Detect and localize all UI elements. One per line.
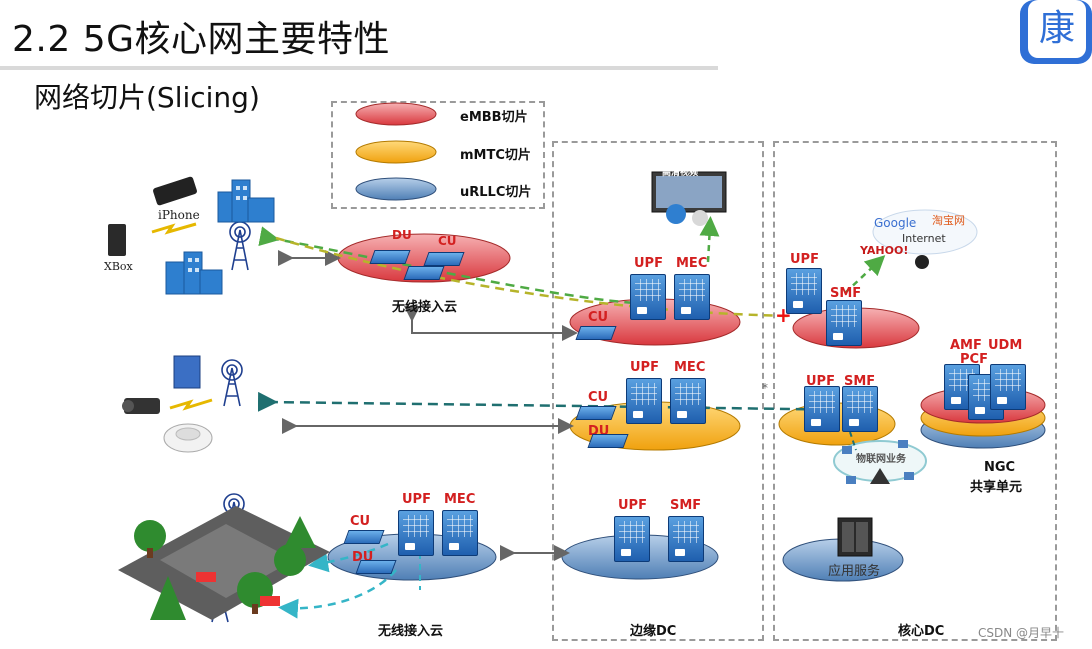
ngc-amf-label: AMF [950,338,982,353]
ngc-label: NGC [984,460,1016,475]
cu-unit [575,326,617,340]
edge-urllc-smf-label: SMF [670,498,702,513]
ran-urllc-upf-label: UPF [402,492,431,507]
iphone-label: iPhone [158,208,200,222]
edge-mmtc-upf-label: UPF [630,360,659,375]
edge-dc-frame [552,141,764,641]
mec-server [674,274,710,320]
svg-text:*: * [762,381,768,395]
internet-label: Internet [902,232,946,245]
core-dc-frame [773,141,1057,641]
edge-urllc-upf-label: UPF [618,498,647,513]
mec-server [670,378,706,424]
legend-urllc-label: uRLLC切片 [460,185,532,200]
watermark: CSDN @月早十 [978,626,1065,640]
upf-server [398,510,434,556]
du-unit [355,560,397,574]
core-embb-smf-label: SMF [830,286,862,301]
cu-unit [423,252,465,266]
taobao-label: 淘宝网 [932,214,965,227]
cu-unit [575,406,617,420]
upf-server [804,386,840,432]
cu-unit [343,530,385,544]
ran-cu-label: CU [438,234,457,248]
page-subtitle: 网络切片(Slicing) [34,81,260,114]
logo-char: 康 [1028,0,1086,58]
app-service-label: 应用服务 [828,564,881,579]
core-embb-upf-label: UPF [790,252,819,267]
smf-server [842,386,878,432]
upf-server [614,516,650,562]
udm-server [990,364,1026,410]
edge-embb-mec-label: MEC [676,256,708,271]
du-unit [403,266,445,280]
legend-box [331,101,545,209]
hd-video-label: 高清视频 [662,168,699,178]
ran-cloud-label: 无线接入云 [392,300,458,315]
edge-embb-upf-label: UPF [634,256,663,271]
edge-dc-label: 边缘DC [630,624,677,639]
legend-mmtc-label: mMTC切片 [460,148,531,163]
du-unit [369,250,411,264]
upf-server [786,268,822,314]
edge-mmtc-mec-label: MEC [674,360,706,375]
edge-mmtc-cu-label: CU [588,390,609,405]
shared-unit-label: 共享单元 [970,480,1023,495]
smf-server [826,300,862,346]
core-mmtc-upf-label: UPF [806,374,835,389]
core-mmtc-smf-label: SMF [844,374,876,389]
edge-embb-cu-label: CU [588,310,609,325]
google-label: Google [874,216,917,230]
ran-urllc-mec-label: MEC [444,492,476,507]
legend-embb-label: eMBB切片 [460,110,528,125]
upf-server [630,274,666,320]
mec-server [442,510,478,556]
ngc-pcf-label: PCF [960,352,988,367]
yahoo-label: YAHOO! [860,244,909,257]
iot-label: 物联网业务 [856,454,906,465]
xbox-label: XBox [104,260,133,273]
title-divider [0,66,718,70]
core-dc-label: 核心DC [898,624,945,639]
du-unit [587,434,629,448]
ngc-udm-label: UDM [988,338,1023,353]
upf-server [626,378,662,424]
brand-logo: 康 [1020,0,1092,64]
ran-urllc-cu-label: CU [350,514,371,529]
ran-cloud-label-2: 无线接入云 [378,624,444,639]
ran-du-label: DU [392,228,412,242]
page-title: 2.2 5G核心网主要特性 [12,19,390,60]
smf-server [668,516,704,562]
